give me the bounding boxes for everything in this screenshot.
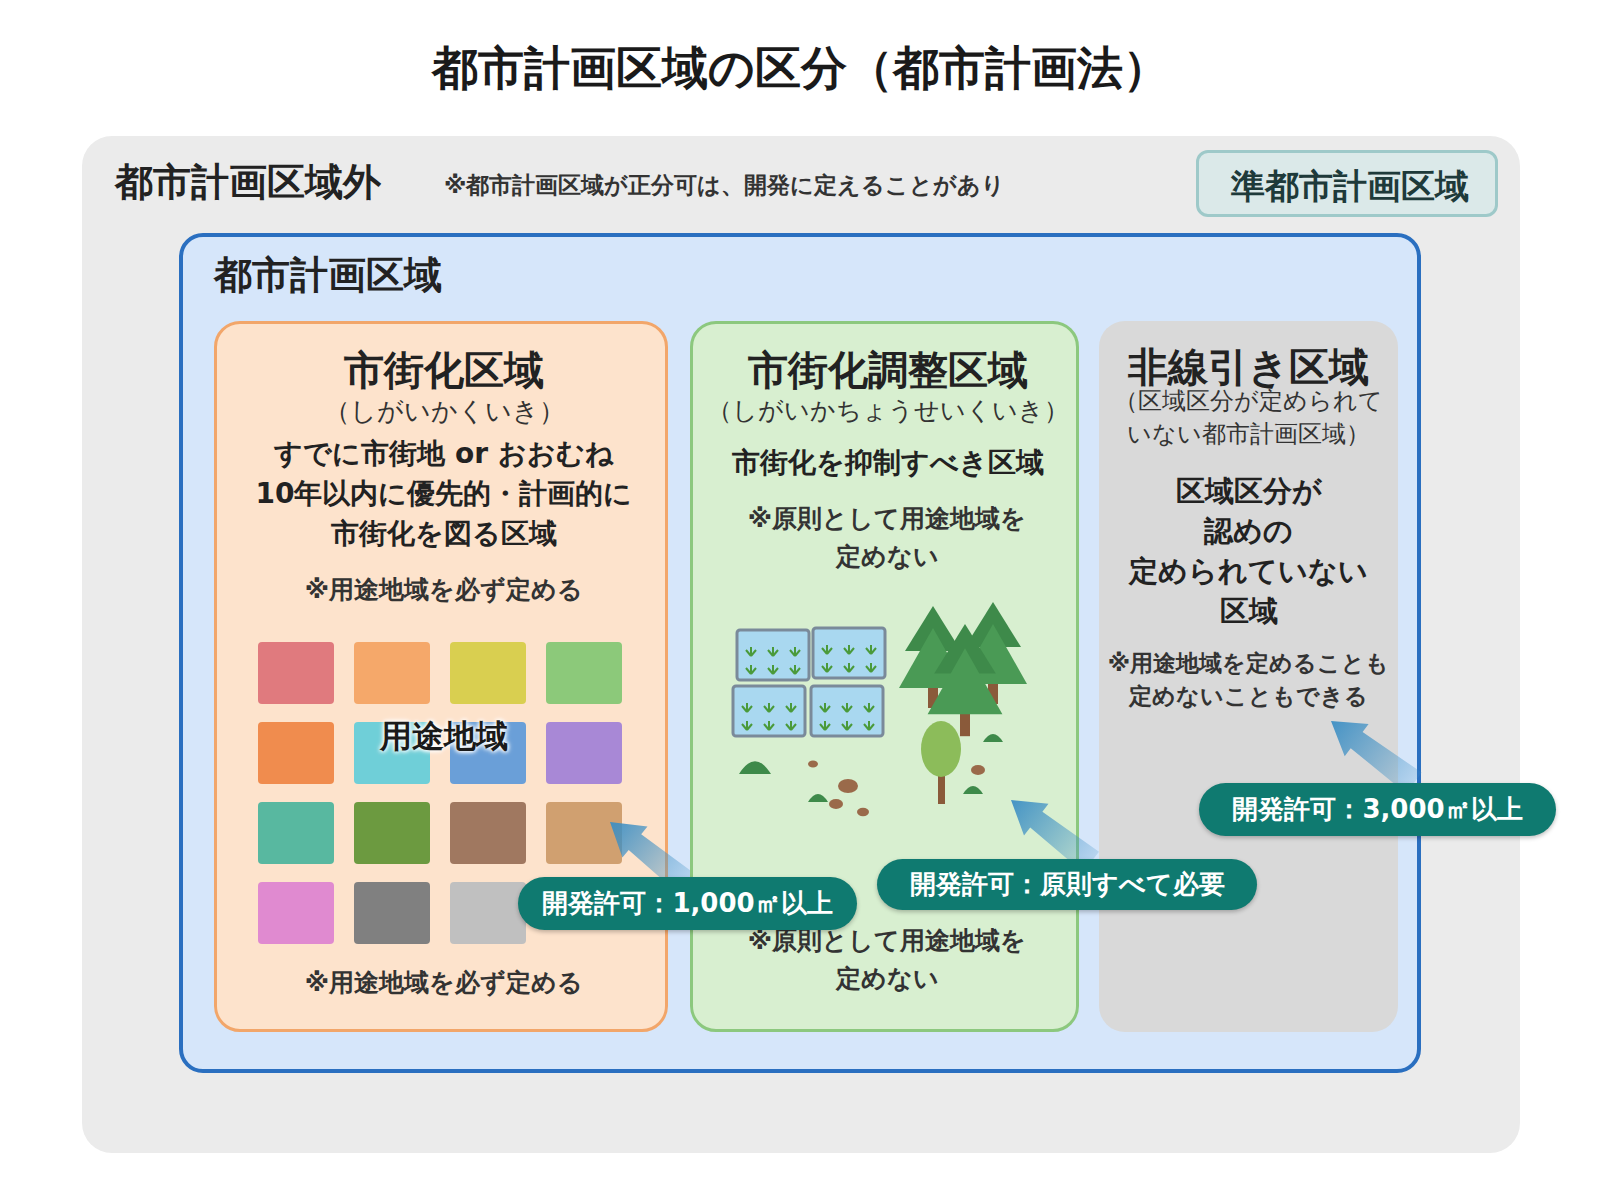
permit-callout: 開発許可：原則すべて必要	[877, 859, 1257, 910]
note-text: ※用途地域を必ず定める	[217, 574, 671, 606]
bush	[808, 794, 828, 802]
definition-text: すでに市街地 or おおむね 10年以内に優先的・計画的に 市街化を図る区域	[234, 434, 654, 554]
region-heading: 都市計画区域	[214, 251, 614, 299]
zoning-swatch	[258, 882, 334, 944]
tree-crown	[921, 721, 961, 777]
rice-sprout	[864, 721, 874, 730]
rice-sprout	[746, 665, 756, 674]
permit-callout: 開発許可：1,000㎡以上	[518, 877, 857, 930]
reading-text: （しがいかくいき）	[217, 394, 671, 428]
rice-field	[813, 628, 885, 678]
definition-text: 市街化を抑制すべき区域	[693, 444, 1082, 482]
rice-field	[737, 630, 809, 680]
note-text: ※原則として用途地域を 定めない	[727, 922, 1047, 998]
rock	[808, 761, 818, 768]
rice-sprout	[820, 703, 830, 712]
rice-sprout	[822, 663, 832, 672]
zoning-swatch	[258, 802, 334, 864]
rice-sprout	[864, 703, 874, 712]
rice-sprout	[764, 703, 774, 712]
quasi-planning-area: 準都市計画区域	[1196, 150, 1498, 217]
bush	[983, 734, 1003, 742]
region-heading: 都市計画区域外	[115, 158, 425, 206]
reading-text: （しがいかちょうせいくいき）	[693, 394, 1082, 428]
bush	[963, 786, 983, 794]
note-text: ※原則として用途地域を 定めない	[727, 500, 1047, 576]
zoning-swatch	[258, 722, 334, 784]
rock	[838, 779, 858, 793]
outside-region: 都市計画区域外 ※都市計画区域が正分可は、開発に定えることがあり 準都市計画区域都市…	[82, 136, 1520, 1153]
callout-text: 開発許可：原則すべて必要	[877, 868, 1257, 901]
permit-callout: 開発許可：3,000㎡以上	[1199, 783, 1556, 836]
rice-sprout	[786, 721, 796, 730]
zoning-swatch	[450, 642, 526, 704]
zoning-swatch	[354, 882, 430, 944]
zoning-swatch	[546, 642, 622, 704]
rice-sprout	[790, 665, 800, 674]
zoning-swatch	[258, 642, 334, 704]
rice-sprout	[844, 645, 854, 654]
rice-sprout	[820, 721, 830, 730]
zoning-swatch	[450, 802, 526, 864]
rice-sprout	[842, 703, 852, 712]
note-text: ※用途地域を定めることも 定めないこともできる	[1101, 647, 1396, 713]
zoning-swatch	[546, 722, 622, 784]
zoning-swatch	[546, 802, 622, 864]
rock	[829, 799, 843, 809]
rice-sprout	[742, 703, 752, 712]
region-heading: 準都市計画区域	[1199, 166, 1501, 206]
undivided-area: 非線引き区域（区域区分が定められて いない都市計画区域） 区域区分が 認めの 定め…	[1099, 321, 1398, 1032]
rice-sprout	[742, 721, 752, 730]
rice-sprout	[822, 645, 832, 654]
bush	[739, 761, 771, 774]
reading-text: （区域区分が定められて いない都市計画区域）	[1113, 385, 1384, 451]
rock	[857, 808, 869, 816]
note-text: ※都市計画区域が正分可は、開発に定えることがあり	[444, 170, 1104, 200]
rice-sprout	[866, 663, 876, 672]
tree-crown	[928, 648, 1003, 714]
rice-sprout	[746, 647, 756, 656]
rice-sprout	[866, 645, 876, 654]
zoning-swatch	[354, 642, 430, 704]
rice-sprout	[844, 663, 854, 672]
callout-text: 開発許可：3,000㎡以上	[1199, 793, 1556, 826]
planning-area: 都市計画区域市街化区域（しがいかくいき） すでに市街地 or おおむね 10年以内…	[179, 233, 1421, 1073]
rice-sprout	[786, 703, 796, 712]
callout-text: 開発許可：1,000㎡以上	[518, 887, 857, 920]
rice-sprout	[768, 665, 778, 674]
region-heading: 市街化調整区域	[693, 346, 1082, 394]
region-heading: 市街化区域	[217, 346, 671, 394]
note-text: ※用途地域を必ず定める	[217, 967, 671, 999]
rice-field	[811, 686, 883, 736]
rice-sprout	[790, 647, 800, 656]
zoning-swatch	[450, 882, 526, 944]
rice-sprout	[764, 721, 774, 730]
region-heading: 非線引き区域	[1099, 343, 1398, 391]
tree-trunk	[960, 712, 970, 736]
rice-field	[733, 686, 805, 736]
swatch-label: 用途地域	[217, 716, 671, 756]
rock	[971, 765, 985, 775]
zoning-swatch	[354, 802, 430, 864]
rice-sprout	[768, 647, 778, 656]
rice-sprout	[842, 721, 852, 730]
diagram-title: 都市計画区域の区分（都市計画法）	[0, 38, 1600, 100]
definition-text: 区域区分が 認めの 定められていない 区域	[1126, 471, 1371, 631]
